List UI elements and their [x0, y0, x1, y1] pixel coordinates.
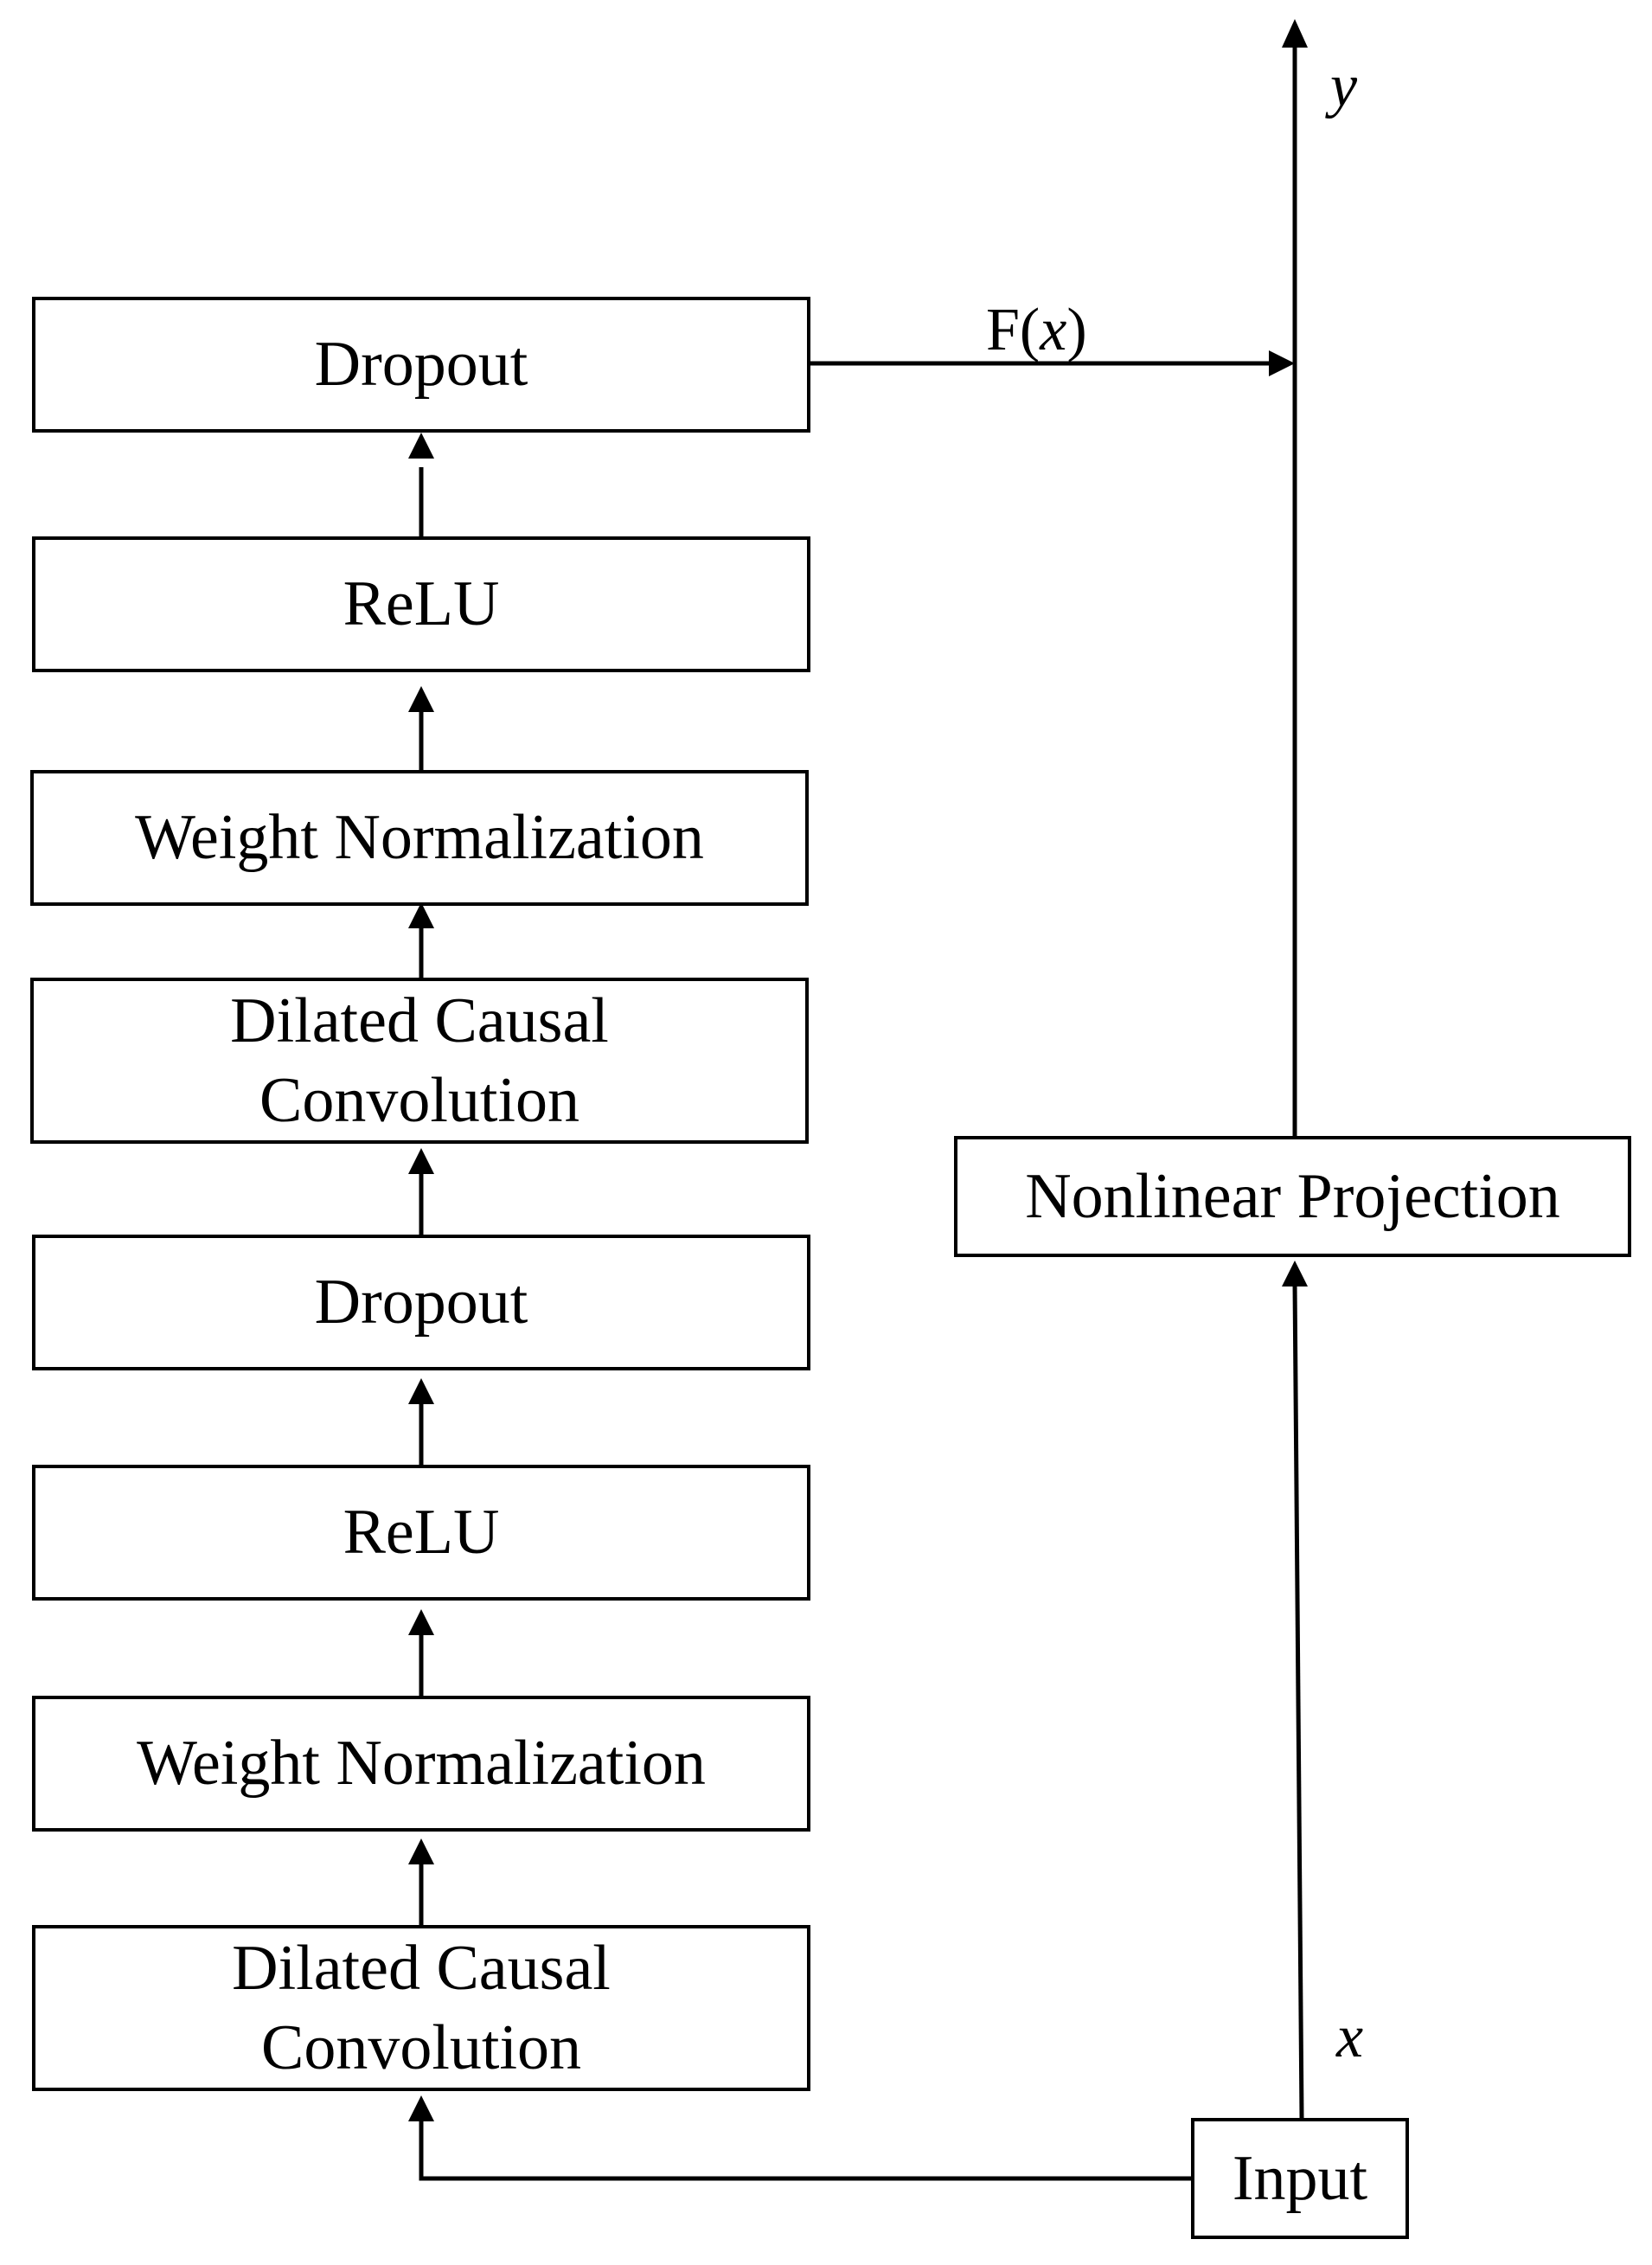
nonlinear-projection-block: Nonlinear Projection [954, 1136, 1631, 1257]
dilated-causal-label-line2: Convolution [259, 1065, 580, 1136]
arrowhead [408, 686, 434, 712]
input-label: Input [1232, 2142, 1368, 2214]
dropout-label: Dropout [314, 1267, 528, 1338]
relu-label: ReLU [343, 1497, 500, 1569]
arrowhead [408, 433, 434, 459]
weight-normalization-label: Weight Normalization [137, 1728, 706, 1800]
arrow-input-to-dilated-bottom [419, 2115, 1191, 2181]
relu-block-top: ReLU [32, 536, 810, 672]
weight-normalization-block-bottom: Weight Normalization [32, 1696, 810, 1832]
x-variable: x [1336, 2004, 1364, 2070]
weight-normalization-block-top: Weight Normalization [30, 770, 809, 906]
dilated-causal-convolution-block-top: Dilated Causal Convolution [30, 978, 809, 1144]
arrowhead [1282, 19, 1308, 48]
arrowhead [408, 2095, 434, 2121]
input-x-label: x [1336, 2007, 1363, 2068]
dilated-causal-label-line1: Dilated Causal [230, 985, 609, 1056]
dilated-causal-label-line1: Dilated Causal [232, 1932, 611, 2004]
nonlinear-projection-label: Nonlinear Projection [1025, 1160, 1560, 1232]
arrowhead [1269, 350, 1295, 376]
arrow-input-to-projection [1292, 1282, 1304, 2119]
fx-variable: x [1040, 297, 1067, 363]
dilated-causal-label-line2: Convolution [260, 2012, 582, 2083]
weight-normalization-label: Weight Normalization [135, 802, 704, 874]
dilated-causal-convolution-block-bottom: Dilated Causal Convolution [32, 1925, 810, 2091]
dropout-block-bottom: Dropout [32, 1235, 810, 1370]
arrowhead [408, 1148, 434, 1174]
relu-block-bottom: ReLU [32, 1465, 810, 1601]
arrowhead [408, 1378, 434, 1404]
arrowhead [408, 902, 434, 928]
fx-suffix: ) [1066, 297, 1087, 363]
arrowhead [408, 1838, 434, 1864]
relu-label: ReLU [343, 568, 500, 640]
input-block: Input [1191, 2118, 1409, 2239]
dropout-label: Dropout [314, 329, 528, 401]
arrowhead [408, 1609, 434, 1635]
fx-label: F(x) [986, 300, 1087, 361]
arrowhead [1282, 1261, 1308, 1286]
dropout-block-top: Dropout [32, 297, 810, 433]
fx-prefix: F( [986, 297, 1041, 363]
y-variable: y [1330, 53, 1358, 119]
output-y-label: y [1330, 56, 1357, 117]
